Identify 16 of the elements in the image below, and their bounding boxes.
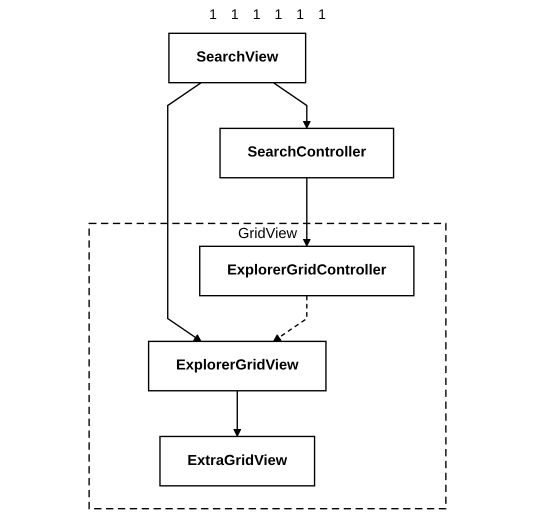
- node-box: ExtraGridView: [159, 436, 316, 487]
- multiplicity-label: 1: [318, 6, 326, 22]
- node-box: SearchView: [168, 32, 306, 84]
- multiplicity-label: 1: [230, 6, 239, 22]
- node-box: ExplorerGridController: [199, 246, 415, 296]
- arrow: [233, 390, 242, 437]
- arrow: [167, 82, 202, 342]
- node-box: SearchController: [219, 128, 394, 178]
- node-box: ExplorerGridView: [148, 340, 327, 392]
- multiplicity-label: 1: [252, 6, 260, 22]
- arrow: [273, 82, 311, 129]
- arrow: [273, 296, 308, 342]
- multiplicity-label: 1: [296, 6, 304, 22]
- multiplicity-label: 1: [209, 6, 217, 22]
- arrow: [302, 178, 311, 247]
- multiplicity-label: 1: [274, 6, 282, 22]
